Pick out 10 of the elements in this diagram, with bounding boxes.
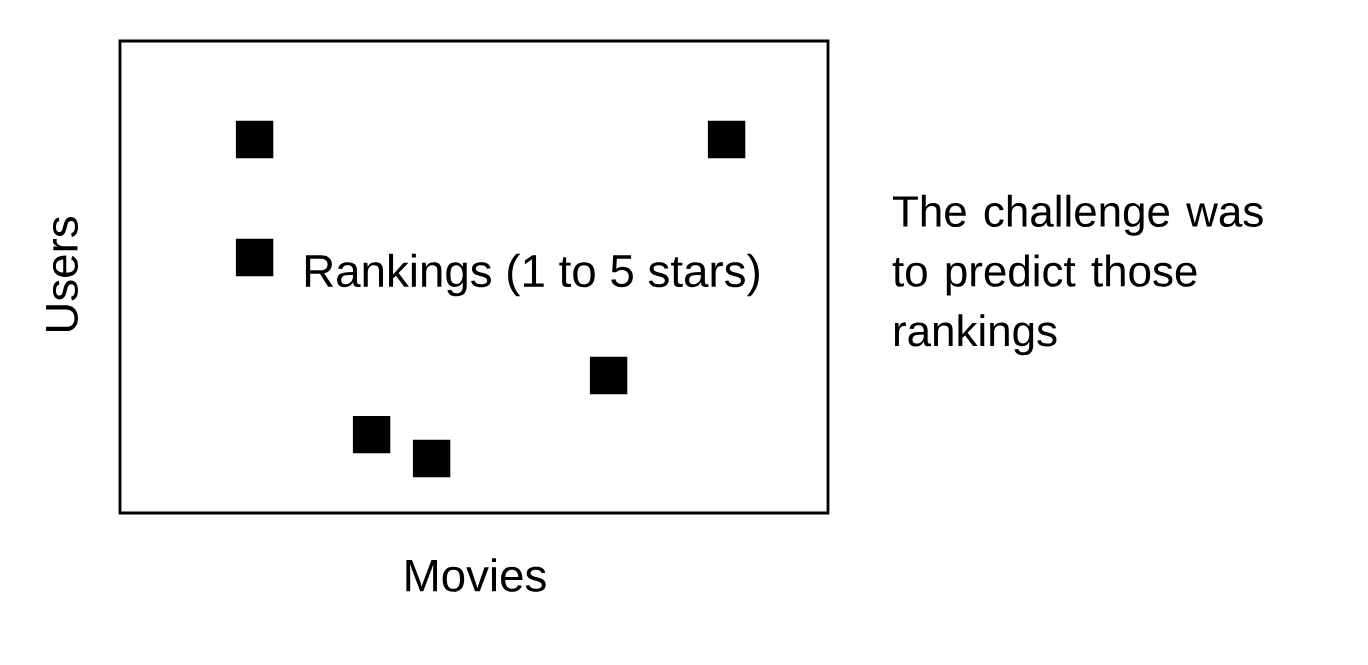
filled-square xyxy=(589,356,628,395)
note-text: The challenge was to predict those rankings xyxy=(892,194,1263,356)
filled-square xyxy=(235,120,274,159)
filled-square xyxy=(707,120,746,159)
filled-square xyxy=(235,238,274,277)
filled-square xyxy=(352,415,391,454)
users-axis-label: Users xyxy=(46,216,78,332)
matrix-box: Rankings (1 to 5 stars) xyxy=(118,39,830,515)
filled-square xyxy=(412,439,451,478)
movies-axis-label: Movies xyxy=(406,558,546,592)
